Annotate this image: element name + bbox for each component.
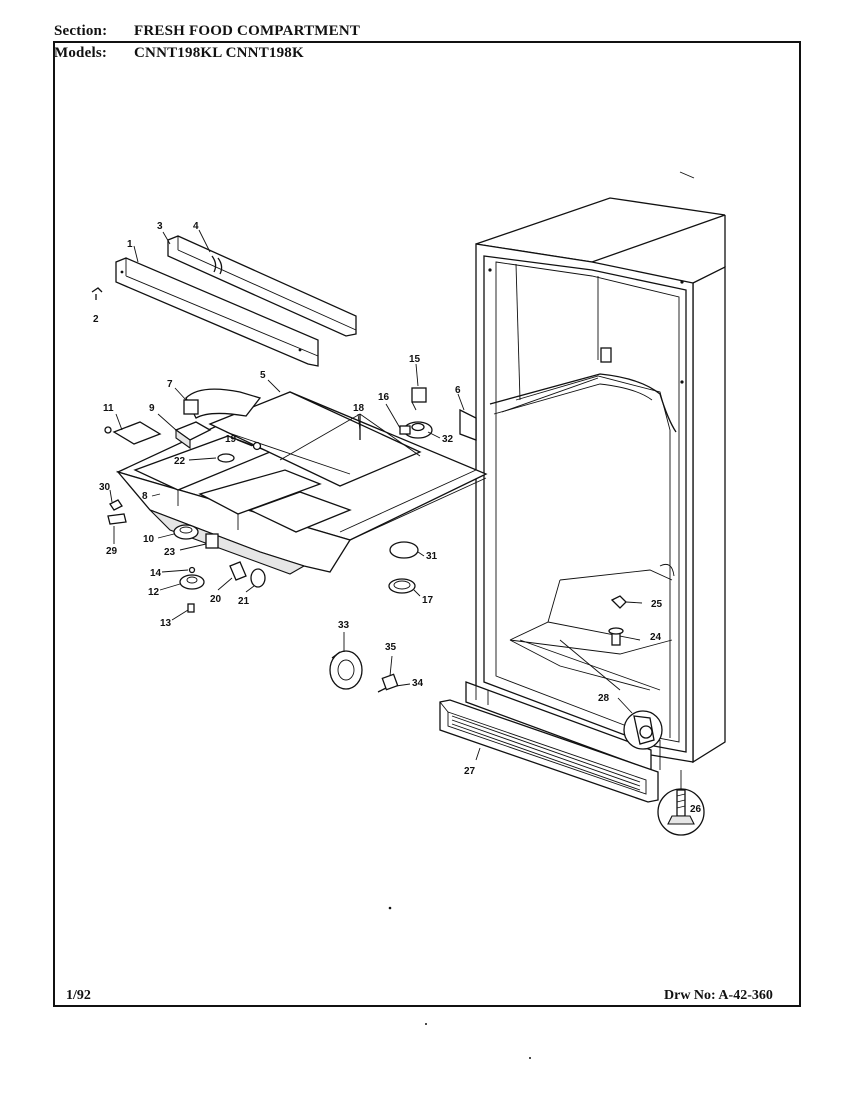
callout-9: 9 bbox=[149, 403, 155, 414]
part-24-screw bbox=[608, 627, 624, 646]
callout-17: 17 bbox=[422, 595, 434, 606]
callout-18: 18 bbox=[353, 403, 365, 414]
part-26-leveling-leg bbox=[657, 770, 705, 836]
callout-24: 24 bbox=[650, 632, 662, 643]
section-title: FRESH FOOD COMPARTMENT bbox=[134, 23, 361, 39]
callout-2: 2 bbox=[93, 314, 99, 325]
callout-13: 13 bbox=[160, 618, 172, 629]
callout-21: 21 bbox=[238, 596, 250, 607]
part-33-roller bbox=[329, 650, 363, 690]
callout-7: 7 bbox=[167, 379, 173, 390]
section-label: Section: bbox=[54, 23, 108, 39]
drawing-number: Drw No: A-42-360 bbox=[664, 988, 773, 1003]
part-3-4-upper-rail bbox=[167, 235, 357, 337]
callout-labels: 1 2 3 4 5 6 7 8 9 10 11 12 13 14 15 16 1… bbox=[93, 221, 702, 815]
callout-5: 5 bbox=[260, 370, 266, 381]
part-7-air-duct bbox=[183, 388, 262, 419]
part-2-screw bbox=[91, 287, 103, 300]
revision-date: 1/92 bbox=[66, 988, 91, 1003]
callout-15: 15 bbox=[409, 354, 421, 365]
part-22-socket bbox=[217, 453, 235, 463]
callout-16: 16 bbox=[378, 392, 390, 403]
part-25-clip bbox=[610, 595, 643, 609]
part-29-30-clip bbox=[107, 499, 127, 525]
callout-29: 29 bbox=[106, 546, 118, 557]
callout-10: 10 bbox=[143, 534, 155, 545]
part-10-bezel bbox=[173, 524, 199, 540]
callout-34: 34 bbox=[412, 678, 424, 689]
callout-25: 25 bbox=[651, 599, 663, 610]
part-1-rail bbox=[115, 257, 319, 367]
part-12-13-14-lamp-holder bbox=[179, 566, 205, 613]
part-34-35-axle bbox=[377, 673, 399, 693]
drawing-frame bbox=[53, 41, 801, 1007]
callout-20: 20 bbox=[210, 594, 222, 605]
callout-1: 1 bbox=[127, 239, 133, 250]
part-16-32-knob bbox=[399, 421, 433, 439]
callout-11: 11 bbox=[103, 403, 114, 414]
refrigerator-cabinet bbox=[465, 197, 726, 771]
part-6-bracket bbox=[459, 408, 477, 441]
callout-6: 6 bbox=[455, 385, 461, 396]
callout-22: 22 bbox=[174, 456, 186, 467]
models-label: Models: bbox=[54, 45, 108, 61]
callout-23: 23 bbox=[164, 547, 176, 558]
callout-28: 28 bbox=[598, 693, 610, 704]
part-20-21-socket-bulb bbox=[229, 561, 266, 588]
callout-33: 33 bbox=[338, 620, 350, 631]
part-11-plate bbox=[104, 421, 162, 445]
leader-lines bbox=[109, 229, 481, 761]
callout-4: 4 bbox=[193, 221, 199, 232]
part-15-thermostat bbox=[411, 387, 427, 411]
callout-35: 35 bbox=[385, 642, 397, 653]
part-28-roller-bracket bbox=[617, 697, 663, 750]
part-19-screw bbox=[252, 441, 262, 451]
callout-8: 8 bbox=[142, 491, 148, 502]
part-9-switch bbox=[174, 421, 212, 450]
callout-30: 30 bbox=[99, 482, 111, 493]
section-line: Section: FRESH FOOD COMPARTMENT bbox=[54, 23, 360, 40]
callout-32: 32 bbox=[442, 434, 454, 445]
callout-19: 19 bbox=[225, 434, 237, 445]
part-31-lens bbox=[389, 541, 419, 559]
callout-14: 14 bbox=[150, 568, 162, 579]
part-23-block bbox=[205, 533, 219, 549]
callout-3: 3 bbox=[157, 221, 163, 232]
callout-27: 27 bbox=[464, 766, 476, 777]
callout-31: 31 bbox=[426, 551, 438, 562]
part-27-base-grille bbox=[439, 699, 659, 803]
callout-26: 26 bbox=[690, 804, 702, 815]
callout-12: 12 bbox=[148, 587, 160, 598]
models-list: CNNT198KL CNNT198K bbox=[134, 45, 304, 61]
part-17-ring bbox=[388, 578, 416, 594]
models-line: Models: CNNT198KL CNNT198K bbox=[54, 45, 304, 62]
